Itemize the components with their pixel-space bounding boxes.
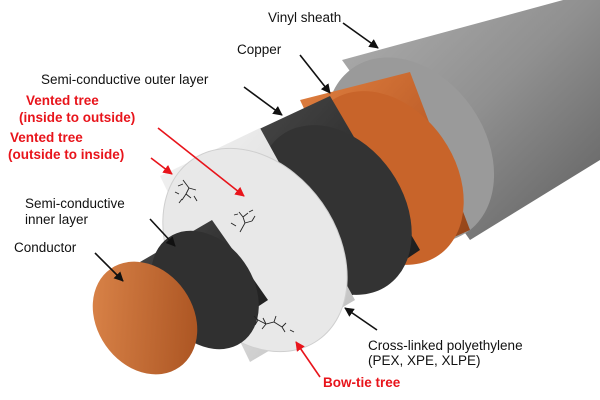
label-vented-tree-out-in-1: Vented tree <box>10 130 83 145</box>
label-semi-inner-1: Semi-conductive <box>25 196 125 211</box>
label-xlpe-2: (PEX, XPE, XLPE) <box>368 353 481 368</box>
tree-leader-arrows <box>150 127 321 378</box>
conductor-core <box>92 261 198 375</box>
bow-tie-tree-icon <box>253 315 295 333</box>
label-bow-tie-tree: Bow-tie tree <box>323 375 401 390</box>
label-copper: Copper <box>237 42 282 57</box>
label-semi-outer: Semi-conductive outer layer <box>41 72 209 87</box>
leader-arrows <box>94 22 379 331</box>
label-vented-tree-out-in-2: (outside to inside) <box>8 147 124 162</box>
label-vented-tree-in-out-1: Vented tree <box>26 93 99 108</box>
vented-tree-outside-in-icon <box>174 179 198 204</box>
label-conductor: Conductor <box>14 240 77 255</box>
label-xlpe-1: Cross-linked polyethylene <box>368 338 523 353</box>
vented-tree-inside-out-icon <box>230 209 256 233</box>
label-semi-inner-2: inner layer <box>25 212 89 227</box>
label-vented-tree-in-out-2: (inside to outside) <box>19 110 135 125</box>
label-vinyl-sheath: Vinyl sheath <box>268 10 341 25</box>
